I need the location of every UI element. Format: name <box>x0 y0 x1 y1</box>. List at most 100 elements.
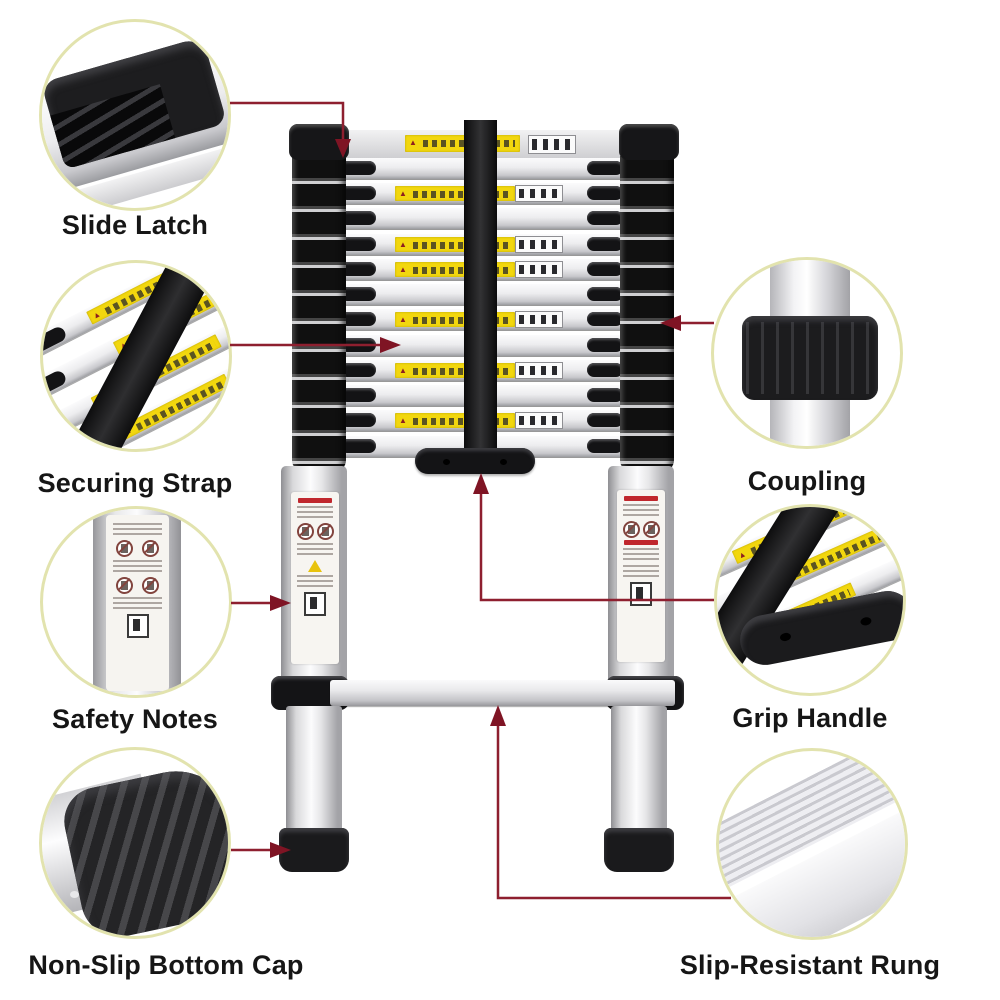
slide-latch-button <box>340 363 376 377</box>
safety-pictograms <box>111 540 164 557</box>
slide-latch-button <box>587 287 623 301</box>
slide-latch-button <box>587 237 623 251</box>
slide-latch-button <box>340 161 376 175</box>
ladder-use-icon <box>126 614 149 638</box>
safety-notes-sticker <box>291 492 339 664</box>
callout-label-securing-strap: Securing Strap <box>37 468 233 498</box>
rung-end-cap <box>43 324 68 354</box>
sticker-heading <box>624 540 658 545</box>
slide-latch-button <box>587 388 623 402</box>
prohibition-icon <box>296 523 314 540</box>
rail-top-cap <box>619 124 679 160</box>
coupling-detail-circle <box>711 257 903 449</box>
instruction-sticker <box>515 236 563 253</box>
slide-latch-button <box>340 237 376 251</box>
slide-latch-button <box>587 186 623 200</box>
safety-notes-sticker <box>617 490 665 662</box>
warning-sticker <box>395 262 515 277</box>
prohibition-icon <box>115 540 133 557</box>
sticker-text <box>113 560 162 574</box>
rung-end-cap <box>43 368 68 398</box>
slide-latch-button <box>340 287 376 301</box>
lower-right-leg <box>611 706 667 832</box>
non-slip-cap-detail-circle <box>39 747 231 939</box>
instruction-sticker <box>515 412 563 429</box>
slide-latch-button <box>340 262 376 276</box>
slide-latch-button <box>340 439 376 453</box>
slip-resistant-rung <box>330 680 675 706</box>
slide-latch-button <box>340 413 376 427</box>
slide-latch-button <box>587 439 623 453</box>
callout-label-coupling: Coupling <box>747 466 867 496</box>
grip-handle <box>415 448 535 474</box>
warning-triangle-icon <box>308 560 322 572</box>
rung-end-cap <box>43 412 68 442</box>
grip-handle-detail-circle <box>714 504 906 696</box>
instruction-sticker <box>515 261 563 278</box>
instruction-sticker <box>515 311 563 328</box>
prohibition-icon <box>142 577 160 594</box>
prohibition-icon <box>642 521 660 538</box>
non-slip-bottom-cap <box>279 828 349 872</box>
sticker-text <box>113 597 162 611</box>
warning-sticker <box>395 413 515 428</box>
callout-label-slip-resistant-rung: Slip-Resistant Rung <box>679 950 941 980</box>
slide-latch-button <box>587 211 623 225</box>
non-slip-bottom-cap <box>604 828 674 872</box>
safety-pictograms <box>111 577 164 594</box>
slide-latch-button <box>587 312 623 326</box>
safety-pictograms <box>295 523 335 540</box>
sticker-text <box>623 565 659 579</box>
sticker-heading <box>298 498 332 503</box>
callout-label-safety-notes: Safety Notes <box>52 704 218 734</box>
callout-label-grip-handle: Grip Handle <box>732 703 888 733</box>
arrow-grip-handle <box>479 492 714 602</box>
callout-label-non-slip-bottom-cap: Non-Slip Bottom Cap <box>28 950 304 980</box>
instruction-sticker <box>515 362 563 379</box>
warning-sticker <box>395 237 515 252</box>
slide-latch-detail-circle <box>39 19 231 211</box>
rail-top-cap <box>289 124 349 160</box>
prohibition-icon <box>142 540 160 557</box>
slip-resistant-rung-detail-circle <box>716 748 908 940</box>
slide-latch-button <box>340 312 376 326</box>
arrowhead-slip-resistant-rung <box>490 705 506 726</box>
warning-sticker <box>395 363 515 378</box>
coupling-closeup <box>742 316 878 400</box>
slide-latch-button <box>587 413 623 427</box>
ladder-use-icon <box>304 592 326 616</box>
slide-latch-button <box>587 338 623 352</box>
slide-latch-button <box>587 262 623 276</box>
slide-latch-button <box>340 211 376 225</box>
slide-latch-button <box>340 186 376 200</box>
safety-pictograms <box>621 521 661 538</box>
instruction-sticker <box>515 185 563 202</box>
safety-notes-detail-circle <box>40 506 232 698</box>
prohibition-icon <box>316 523 334 540</box>
sticker-text <box>623 504 659 518</box>
securing-strap <box>464 120 497 460</box>
instruction-sticker <box>528 135 576 154</box>
sticker-heading <box>624 496 658 501</box>
callout-label-slide-latch: Slide Latch <box>61 210 209 240</box>
ladder-left-rail <box>292 128 346 472</box>
sticker-text <box>297 506 333 520</box>
lower-left-leg <box>286 706 342 832</box>
slide-latch-button <box>587 363 623 377</box>
prohibition-icon <box>622 521 640 538</box>
sticker-text <box>297 543 333 557</box>
sticker-text <box>113 523 162 537</box>
warning-sticker <box>395 312 515 327</box>
ladder-rung <box>337 309 628 330</box>
ladder-use-icon <box>630 582 652 606</box>
safety-notes-closeup <box>106 515 169 691</box>
warning-sticker <box>395 186 515 201</box>
securing-strap-detail-circle <box>40 260 232 452</box>
arrowhead-grip-handle <box>473 473 489 494</box>
sticker-text <box>297 575 333 589</box>
slide-latch-button <box>340 388 376 402</box>
slide-latch-button <box>587 161 623 175</box>
ladder-right-rail <box>620 128 674 472</box>
warning-sticker <box>405 135 520 152</box>
